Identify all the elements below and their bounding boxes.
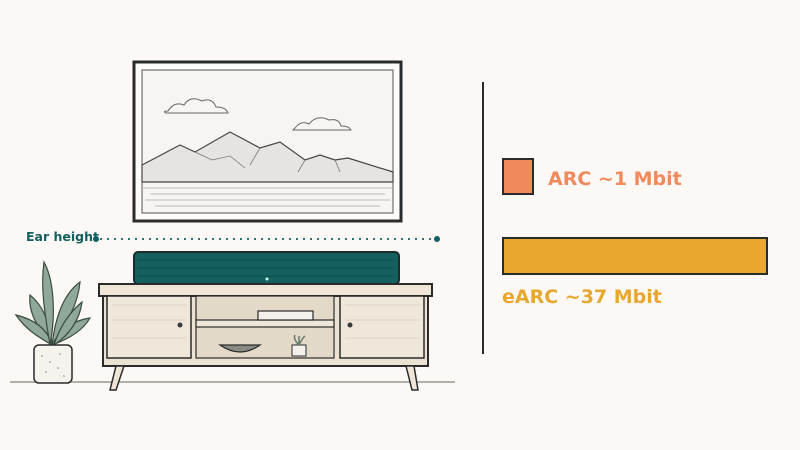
ear-height-line — [93, 236, 440, 242]
tv-stand — [98, 283, 433, 391]
small-pot — [291, 344, 307, 357]
bowl — [218, 344, 262, 353]
soundbar — [133, 251, 400, 285]
ear-height-label: Ear height — [26, 229, 99, 244]
stand-leg-right — [405, 365, 419, 391]
earc-bandwidth-bar — [502, 237, 768, 275]
cloud-left — [163, 98, 229, 114]
arc-bandwidth-label: ARC ~1 Mbit — [548, 168, 682, 190]
mountains — [141, 131, 394, 183]
water-lines — [142, 187, 393, 207]
earc-bandwidth-label: eARC ~37 Mbit — [502, 286, 662, 308]
cloud-right — [291, 117, 352, 131]
tv — [132, 60, 403, 223]
potted-plant — [14, 260, 92, 384]
stand-right-door — [339, 295, 425, 359]
bandwidth-bars — [502, 158, 768, 275]
stand-leg-left — [109, 365, 126, 391]
media-box — [257, 310, 314, 321]
stand-left-door — [106, 295, 192, 359]
arc-bandwidth-bar — [502, 158, 534, 195]
